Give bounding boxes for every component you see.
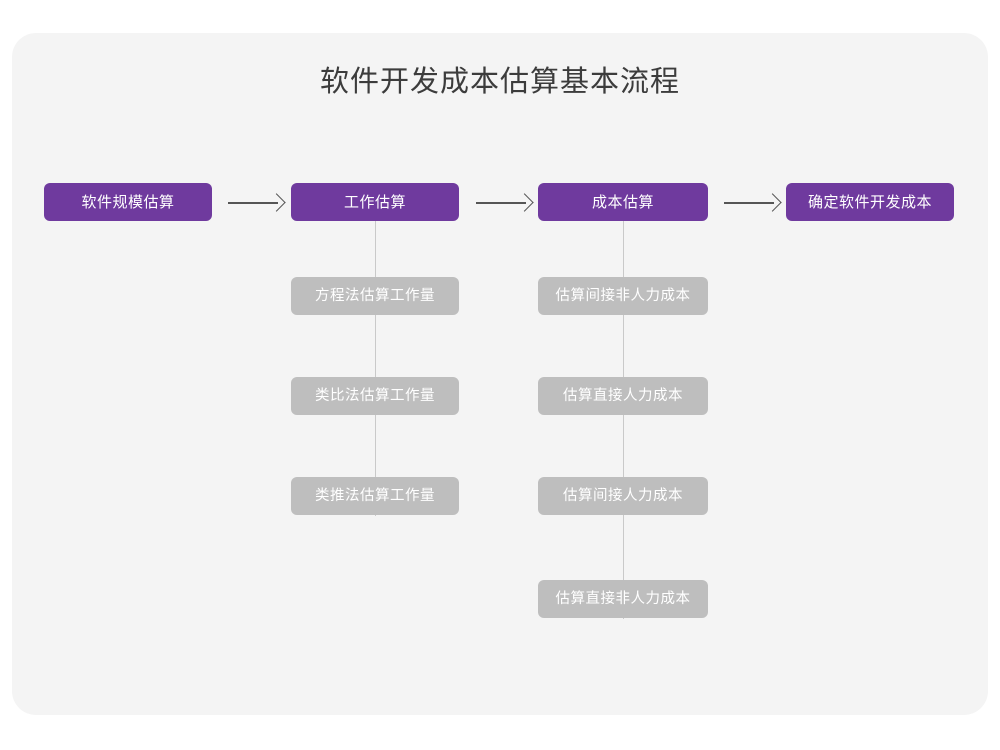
node-effort-substep-equation-method[interactable]: 方程法估算工作量 <box>291 277 459 315</box>
connector-line-cost-column <box>623 221 624 619</box>
arrow-effort-to-cost-icon <box>476 193 534 213</box>
arrow-cost-to-final-icon <box>724 193 782 213</box>
page-title: 软件开发成本估算基本流程 <box>319 66 680 98</box>
diagram-card <box>12 33 988 715</box>
node-effort-substep-deduction-method[interactable]: 类推法估算工作量 <box>291 477 459 515</box>
node-cost-substep-indirect-nonlabor[interactable]: 估算间接非人力成本 <box>538 277 708 315</box>
node-effort-estimation[interactable]: 工作估算 <box>291 183 459 221</box>
arrow-scale-to-effort-icon <box>228 193 286 213</box>
node-cost-substep-indirect-labor[interactable]: 估算间接人力成本 <box>538 477 708 515</box>
node-effort-substep-analogy-method[interactable]: 类比法估算工作量 <box>291 377 459 415</box>
node-cost-substep-direct-nonlabor[interactable]: 估算直接非人力成本 <box>538 580 708 618</box>
connector-line-effort-column <box>375 221 376 516</box>
node-determine-development-cost[interactable]: 确定软件开发成本 <box>786 183 954 221</box>
node-cost-estimation[interactable]: 成本估算 <box>538 183 708 221</box>
node-software-scale-estimation[interactable]: 软件规模估算 <box>44 183 212 221</box>
node-cost-substep-direct-labor[interactable]: 估算直接人力成本 <box>538 377 708 415</box>
